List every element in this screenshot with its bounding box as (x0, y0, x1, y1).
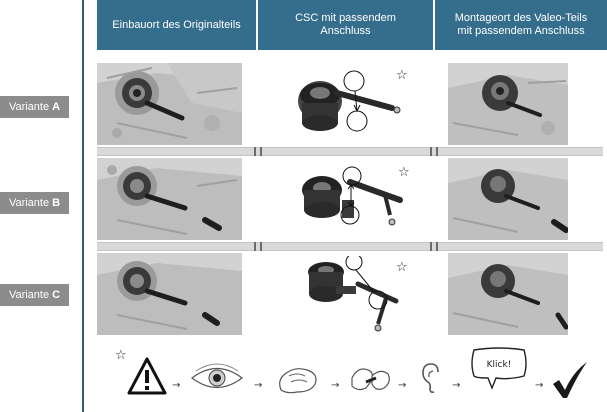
variant-b-valeo-photo (448, 158, 568, 240)
flow-arrow: → (398, 380, 407, 391)
variant-label-prefix: Variante (8, 289, 50, 301)
flow-arrow: → (172, 380, 181, 391)
variant-c-original-photo (97, 253, 242, 335)
variant-letter: C (52, 289, 61, 301)
star-icon: ☆ (396, 68, 408, 83)
ear-icon (420, 362, 444, 394)
warning-triangle-icon (127, 357, 167, 395)
flow-arrow: → (535, 380, 544, 391)
hands-connect-icon (348, 358, 392, 398)
header-valeo-location: Montageort des Valeo-Teils mit passendem… (435, 0, 607, 50)
separator-mark (436, 147, 438, 156)
header-original-location: Einbauort des Originalteils (97, 0, 256, 50)
speech-bubble-text: Klick! (487, 360, 512, 370)
separator-mark (260, 242, 262, 251)
variant-c-csc-part (296, 256, 412, 338)
variant-c-valeo-photo (448, 253, 568, 335)
star-icon: ☆ (396, 260, 408, 275)
variant-a-original-photo (97, 63, 242, 145)
separator-mark (430, 242, 432, 251)
row-separator (97, 242, 603, 251)
variant-b-original-photo (97, 158, 242, 240)
variant-b-csc-part (290, 160, 412, 240)
flow-arrow: → (452, 380, 461, 391)
row-separator (97, 147, 603, 156)
variant-label-prefix: Variante (8, 101, 50, 113)
separator-mark (430, 147, 432, 156)
header-csc-connection: CSC mit passendem Anschluss (258, 0, 433, 50)
eye-icon (190, 363, 244, 393)
hand-touch-icon (275, 362, 323, 396)
left-divider (82, 0, 84, 412)
separator-mark (260, 147, 262, 156)
variant-letter: A (52, 101, 61, 113)
variant-label-prefix: Variante (8, 197, 50, 209)
speech-bubble-icon: Klick! (468, 346, 530, 392)
flow-arrow: → (331, 380, 340, 391)
separator-mark (254, 147, 256, 156)
variant-a-valeo-photo (448, 63, 568, 145)
star-icon: ☆ (115, 348, 127, 363)
star-icon: ☆ (398, 165, 410, 180)
checkmark-icon (551, 360, 589, 400)
variant-letter: B (52, 197, 61, 209)
flow-arrow: → (254, 380, 263, 391)
variant-a-csc-part (282, 63, 412, 145)
separator-mark (254, 242, 256, 251)
separator-mark (436, 242, 438, 251)
